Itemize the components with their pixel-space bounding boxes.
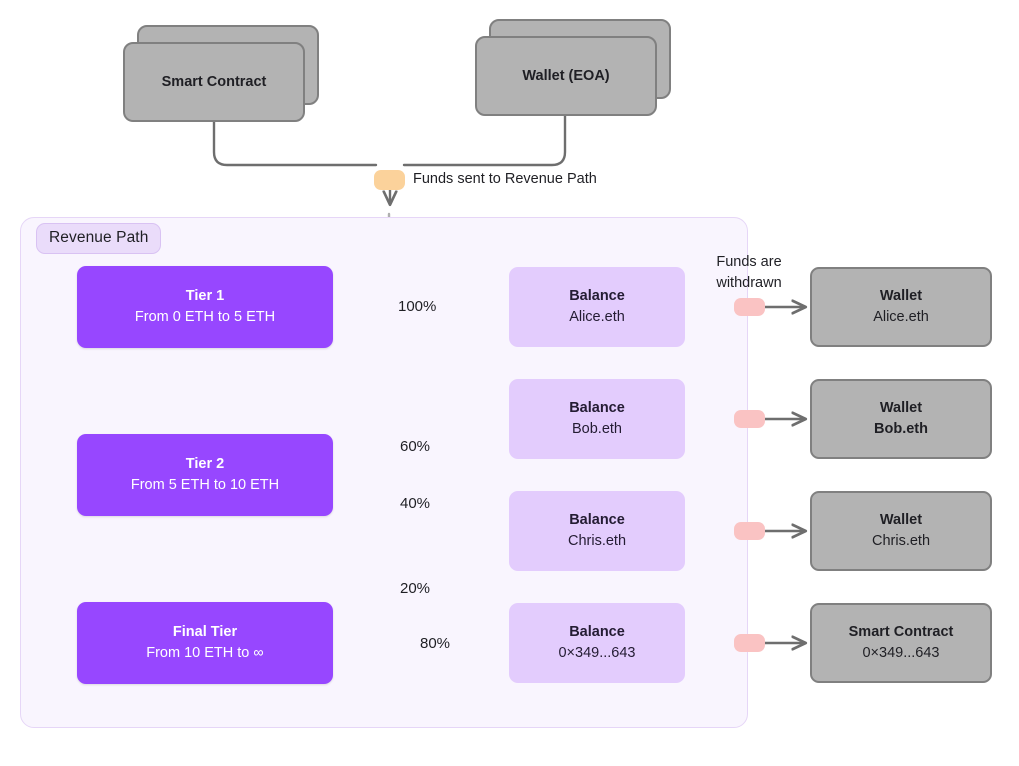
tier-2-title: Tier 2 — [185, 456, 225, 473]
split-label-20: 20% — [400, 580, 431, 597]
funds-withdrawn-line1: Funds are — [716, 254, 782, 270]
balance-chris-title: Balance — [569, 512, 625, 529]
tier-node-final[interactable]: Final Tier From 10 ETH to ∞ — [77, 602, 333, 684]
funds-withdrawn-label: Funds are withdrawn — [703, 252, 795, 294]
balance-node-bob[interactable]: Balance Bob.eth — [509, 379, 685, 459]
withdraw-pill-smart-contract[interactable] — [734, 634, 765, 652]
balance-chris-account: Chris.eth — [567, 533, 627, 549]
destination-node-wallet-alice[interactable]: Wallet Alice.eth — [810, 267, 992, 347]
edge-smartcontract-to-funds — [212, 120, 378, 167]
destination-node-wallet-chris[interactable]: Wallet Chris.eth — [810, 491, 992, 571]
source-label-smart-contract: Smart Contract — [123, 42, 305, 122]
destination-node-smart-contract[interactable]: Smart Contract 0×349...643 — [810, 603, 992, 683]
balance-alice-title: Balance — [569, 288, 625, 305]
dest-alice-account: Alice.eth — [873, 309, 929, 325]
dest-sc-title: Smart Contract — [848, 624, 954, 641]
final-tier-title: Final Tier — [172, 624, 238, 641]
balance-sc-title: Balance — [569, 624, 625, 641]
source-label-wallet-eoa: Wallet (EOA) — [475, 36, 657, 116]
balance-bob-title: Balance — [569, 400, 625, 417]
edge-wallet-to-funds — [402, 114, 567, 167]
tier-2-range: From 5 ETH to 10 ETH — [130, 477, 280, 493]
funds-sent-label: Funds sent to Revenue Path — [413, 171, 597, 187]
tier-node-1[interactable]: Tier 1 From 0 ETH to 5 ETH — [77, 266, 333, 348]
tier-node-2[interactable]: Tier 2 From 5 ETH to 10 ETH — [77, 434, 333, 516]
split-label-60: 60% — [400, 438, 431, 455]
balance-alice-account: Alice.eth — [569, 309, 625, 325]
funds-sent-pill[interactable] — [374, 170, 405, 190]
split-label-80: 80% — [420, 635, 451, 652]
dest-sc-account: 0×349...643 — [862, 645, 940, 661]
split-label-100: 100% — [398, 298, 437, 315]
withdraw-pill-chris[interactable] — [734, 522, 765, 540]
dest-alice-title: Wallet — [879, 288, 923, 305]
funds-withdrawn-line2: withdrawn — [716, 275, 782, 292]
dest-chris-account: Chris.eth — [871, 533, 931, 549]
destination-node-wallet-bob[interactable]: Wallet Bob.eth — [810, 379, 992, 459]
withdraw-pill-alice[interactable] — [734, 298, 765, 316]
revenue-path-badge[interactable]: Revenue Path — [36, 223, 162, 254]
split-label-40: 40% — [400, 495, 431, 512]
balance-bob-account: Bob.eth — [572, 421, 622, 437]
balance-sc-account: 0×349...643 — [558, 645, 636, 661]
final-tier-range: From 10 ETH to ∞ — [146, 645, 264, 661]
dest-chris-title: Wallet — [879, 512, 923, 529]
withdraw-pill-bob[interactable] — [734, 410, 765, 428]
tier-1-range: From 0 ETH to 5 ETH — [134, 309, 276, 325]
dest-bob-account: Bob.eth — [874, 421, 928, 437]
balance-node-chris[interactable]: Balance Chris.eth — [509, 491, 685, 571]
balance-node-smart-contract[interactable]: Balance 0×349...643 — [509, 603, 685, 683]
tier-1-title: Tier 1 — [185, 288, 225, 305]
balance-node-alice[interactable]: Balance Alice.eth — [509, 267, 685, 347]
dest-bob-title: Wallet — [879, 400, 923, 417]
